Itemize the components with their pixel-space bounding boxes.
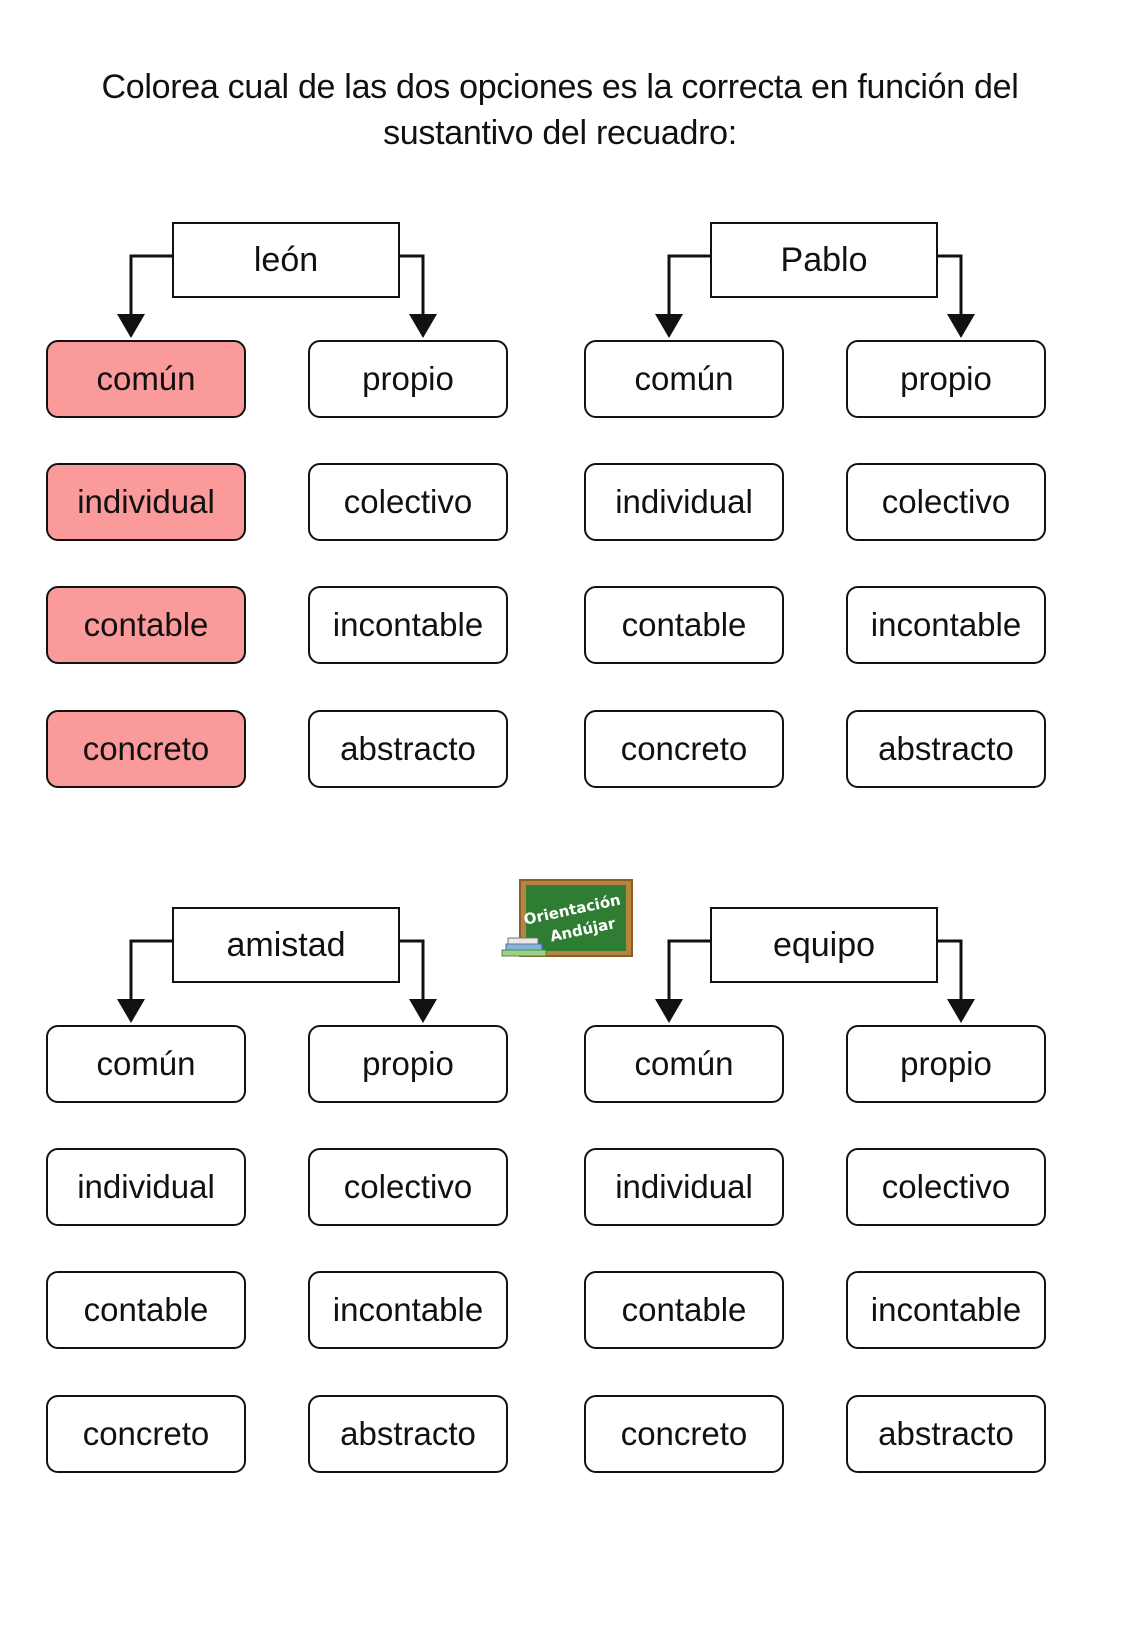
exercise-group: amistad común propio individual colectivo con…: [46, 907, 566, 1507]
connector-arrows: [117, 254, 437, 338]
connector-arrows: [655, 939, 975, 1023]
option-box-left[interactable]: común: [46, 1025, 246, 1103]
noun-box: Pablo: [710, 222, 938, 298]
title-line-1: Colorea cual de las dos opciones es la c…: [101, 68, 1019, 106]
orientacion-andujar-logo: Orientación Andújar: [501, 879, 633, 957]
option-box-right[interactable]: abstracto: [308, 1395, 508, 1473]
option-box-right[interactable]: propio: [308, 340, 508, 418]
option-box-right[interactable]: incontable: [846, 1271, 1046, 1349]
right-arrow-line: [938, 939, 963, 1003]
option-box-right[interactable]: colectivo: [308, 463, 508, 541]
option-box-left[interactable]: contable: [584, 1271, 784, 1349]
option-box-right[interactable]: propio: [308, 1025, 508, 1103]
left-arrow-line: [667, 939, 710, 1003]
option-box-left[interactable]: individual: [584, 463, 784, 541]
right-arrowhead: [947, 999, 975, 1023]
option-box-left[interactable]: concreto: [584, 710, 784, 788]
left-arrowhead: [655, 999, 683, 1023]
option-box-left[interactable]: individual: [46, 463, 246, 541]
option-box-right[interactable]: abstracto: [846, 710, 1046, 788]
noun-box: amistad: [172, 907, 400, 983]
option-box-right[interactable]: colectivo: [308, 1148, 508, 1226]
option-box-left[interactable]: concreto: [46, 710, 246, 788]
connector-arrows: [117, 939, 437, 1023]
left-arrowhead: [117, 314, 145, 338]
option-box-left[interactable]: contable: [46, 1271, 246, 1349]
exercise-group: equipo común propio individual colectivo cont…: [584, 907, 1104, 1507]
option-box-left[interactable]: individual: [584, 1148, 784, 1226]
option-box-left[interactable]: concreto: [584, 1395, 784, 1473]
option-box-right[interactable]: incontable: [308, 1271, 508, 1349]
left-arrowhead: [655, 314, 683, 338]
right-arrowhead: [409, 999, 437, 1023]
exercise-group: león común propio individual colectivo contab…: [46, 222, 566, 822]
connector-arrows: [655, 254, 975, 338]
right-arrow-line: [400, 939, 425, 1003]
left-arrow-line: [667, 254, 710, 318]
option-box-left[interactable]: contable: [46, 586, 246, 664]
option-box-left[interactable]: común: [46, 340, 246, 418]
option-box-left[interactable]: común: [584, 340, 784, 418]
right-arrow-line: [400, 254, 425, 318]
option-box-right[interactable]: incontable: [846, 586, 1046, 664]
noun-box: león: [172, 222, 400, 298]
exercise-group: Pablo común propio individual colectivo conta…: [584, 222, 1104, 822]
noun-box: equipo: [710, 907, 938, 983]
option-box-right[interactable]: abstracto: [308, 710, 508, 788]
right-arrowhead: [947, 314, 975, 338]
left-arrow-line: [129, 254, 172, 318]
option-box-left[interactable]: individual: [46, 1148, 246, 1226]
option-box-left[interactable]: concreto: [46, 1395, 246, 1473]
title-line-2: sustantivo del recuadro:: [383, 114, 737, 152]
option-box-left[interactable]: común: [584, 1025, 784, 1103]
left-arrowhead: [117, 999, 145, 1023]
left-arrow-line: [129, 939, 172, 1003]
option-box-right[interactable]: abstracto: [846, 1395, 1046, 1473]
right-arrow-line: [938, 254, 963, 318]
option-box-right[interactable]: propio: [846, 340, 1046, 418]
option-box-right[interactable]: propio: [846, 1025, 1046, 1103]
worksheet-title: Colorea cual de las dos opciones es la c…: [60, 64, 1060, 156]
option-box-right[interactable]: colectivo: [846, 1148, 1046, 1226]
right-arrowhead: [409, 314, 437, 338]
option-box-right[interactable]: colectivo: [846, 463, 1046, 541]
option-box-right[interactable]: incontable: [308, 586, 508, 664]
option-box-left[interactable]: contable: [584, 586, 784, 664]
